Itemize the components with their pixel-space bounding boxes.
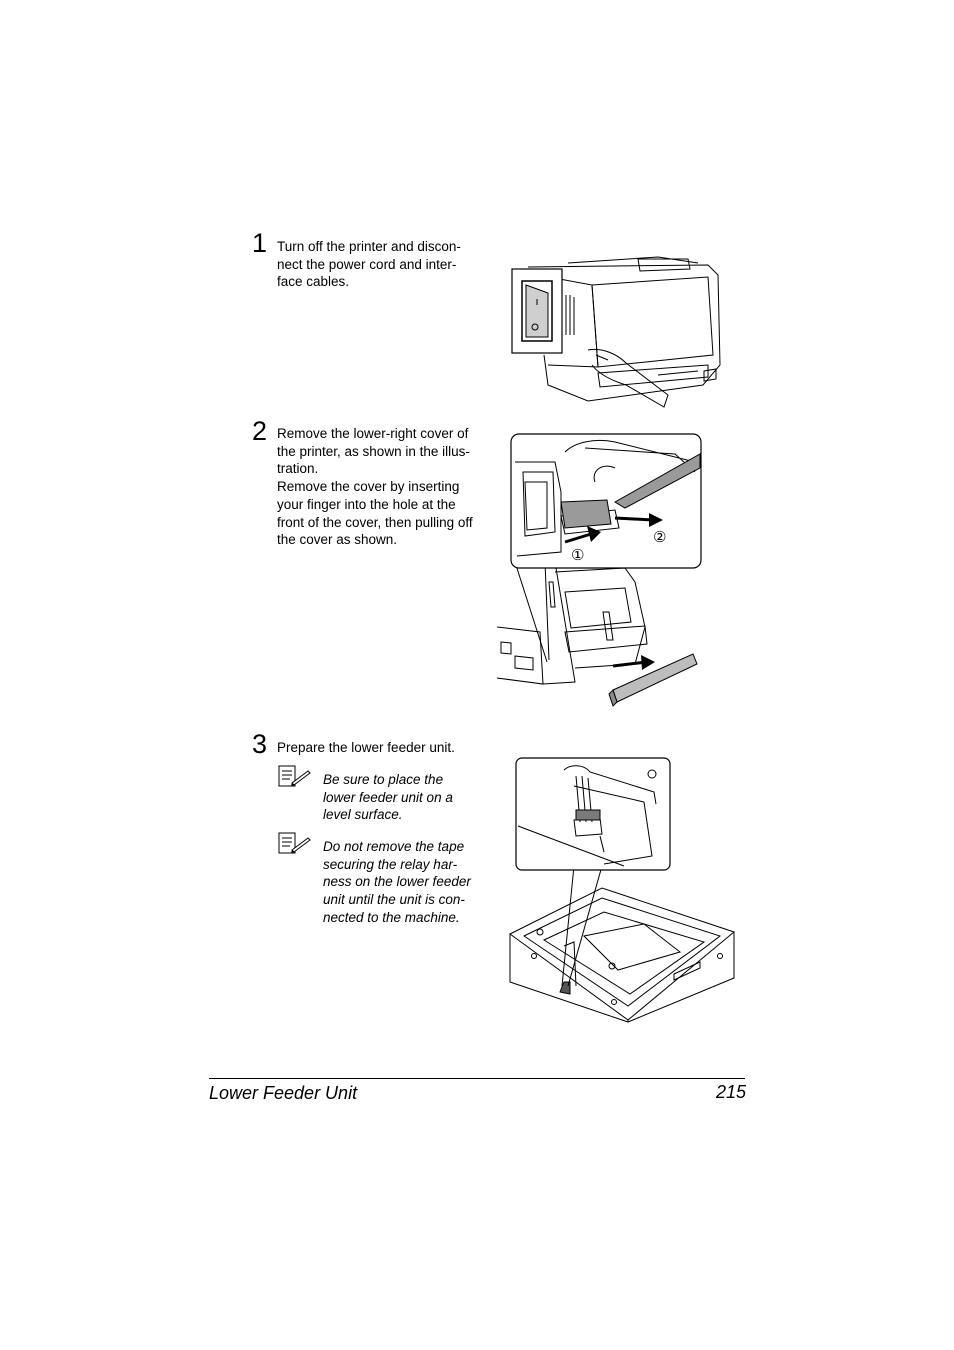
step-3-text: Prepare the lower feeder unit.: [277, 739, 487, 757]
footer-section-title: Lower Feeder Unit: [209, 1083, 358, 1103]
lower-feeder-unit-illustration: [509, 757, 736, 1023]
text-line: your finger into the hole at the: [277, 496, 456, 512]
text-line: level surface.: [323, 807, 403, 823]
page-number: 215: [715, 1082, 746, 1102]
printer-power-switch-illustration: [511, 256, 721, 408]
footer-rule: [209, 1078, 745, 1079]
text-line: front of the cover, then pulling off: [277, 514, 473, 530]
step-2-text: Remove the lower-right cover of the prin…: [277, 425, 487, 549]
text-line: nect the power cord and inter-: [277, 256, 457, 272]
text-line: Remove the cover by inserting: [277, 479, 460, 495]
text-line: Do not remove the tape: [323, 839, 465, 854]
callout-2-label: ②: [653, 528, 666, 546]
step-2-number: 2: [252, 416, 268, 446]
text-line: ness on the lower feeder: [323, 874, 471, 890]
step-1-number: 1: [252, 228, 268, 258]
note-icon: [278, 832, 311, 854]
text-line: face cables.: [277, 274, 350, 290]
step-3-number: 3: [252, 729, 268, 759]
text-line: nected to the machine.: [323, 909, 460, 925]
remove-cover-illustration: ① ②: [496, 433, 702, 707]
note-icon: [278, 765, 311, 787]
text-line: securing the relay har-: [323, 856, 458, 872]
note-1-text: Be sure to place the lower feeder unit o…: [323, 771, 488, 824]
callout-1-label: ①: [571, 546, 584, 564]
text-line: tration.: [277, 461, 319, 477]
text-line: Prepare the lower feeder unit.: [277, 740, 455, 755]
text-line: unit until the unit is con-: [323, 892, 465, 908]
text-line: Remove the lower-right cover of: [277, 426, 469, 441]
text-line: the cover as shown.: [277, 532, 398, 548]
step-1-text: Turn off the printer and discon- nect th…: [277, 238, 487, 291]
text-line: Be sure to place the: [323, 772, 444, 787]
text-line: lower feeder unit on a: [323, 789, 453, 805]
text-line: the printer, as shown in the illus-: [277, 443, 470, 459]
note-2-text: Do not remove the tape securing the rela…: [323, 838, 488, 927]
text-line: Turn off the printer and discon-: [277, 239, 461, 254]
